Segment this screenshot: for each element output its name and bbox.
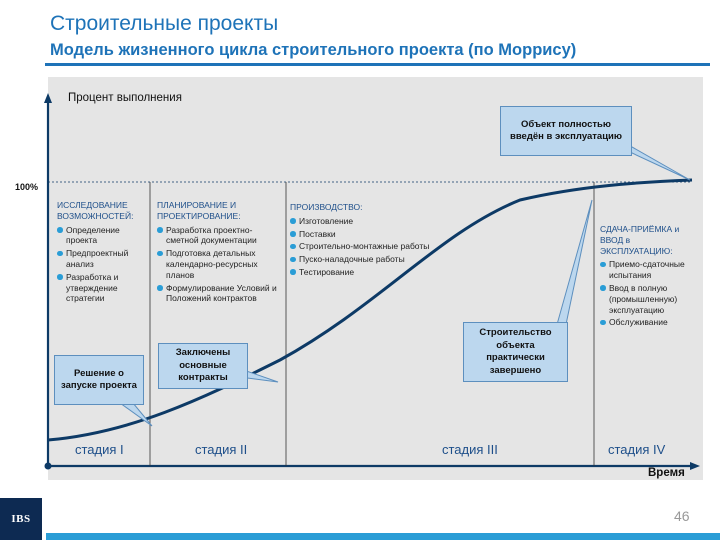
page-number: 46 <box>674 508 690 524</box>
stage-label-3: стадия III <box>442 442 498 457</box>
pointer-construction <box>555 199 593 335</box>
page-title: Строительные проекты <box>50 12 279 35</box>
stage-2-item: Подготовка детальных календарно-ресурсны… <box>157 248 279 280</box>
y-axis-100-label: 100% <box>15 182 39 192</box>
completion-curve <box>47 178 693 442</box>
stage-4-item: Приемо-сдаточные испытания <box>600 259 700 281</box>
stage-3-heading: ПРОИЗВОДСТВО: <box>290 202 363 212</box>
callout-fully-commissioned: Объект полностью введён в эксплуатацию <box>500 106 632 156</box>
stage-label-2: стадия II <box>195 442 248 457</box>
stage-2-column: ПЛАНИРОВАНИЕ И ПРОЕКТИРОВАНИЕ: Разработк… <box>157 200 279 306</box>
stage-1-column: ИССЛЕДОВАНИЕ ВОЗМОЖНОСТЕЙ: Определение п… <box>57 200 149 306</box>
stage-4-item: Обслуживание <box>600 317 700 328</box>
y-axis-title: Процент выполнения <box>68 92 182 104</box>
stage-3-column: ПРОИЗВОДСТВО: Изготовление Поставки Стро… <box>290 202 490 280</box>
stage-label-1: стадия I <box>75 442 124 457</box>
stage-4-item: Ввод в полную (промышленную) эксплуатаци… <box>600 283 700 315</box>
stage-1-item: Предпроектный анализ <box>57 248 149 270</box>
stage-1-item: Разработка и утверждение стратегии <box>57 272 149 304</box>
stage-2-heading: ПЛАНИРОВАНИЕ И ПРОЕКТИРОВАНИЕ: <box>157 200 241 221</box>
stage-3-item: Пуско-наладочные работы <box>290 254 490 265</box>
y-axis-arrow <box>44 93 52 103</box>
stage-1-item: Определение проекта <box>57 225 149 247</box>
stage-4-heading: СДАЧА-ПРИЁМКА и ВВОД в ЭКСПЛУАТАЦИЮ: <box>600 224 680 256</box>
page-subtitle: Модель жизненного цикла строительного пр… <box>50 41 577 59</box>
company-logo: IBS <box>0 498 42 540</box>
stage-label-4: стадия IV <box>608 442 666 457</box>
stage-3-item: Строительно-монтажные работы <box>290 241 490 252</box>
x-axis-arrow <box>690 462 700 470</box>
stage-4-column: СДАЧА-ПРИЁМКА и ВВОД в ЭКСПЛУАТАЦИЮ: При… <box>600 224 700 330</box>
callout-main-contracts: Заключены основные контракты <box>158 343 248 389</box>
origin-dot <box>44 462 52 470</box>
callout-project-decision: Решение о запуске проекта <box>54 355 144 405</box>
stage-1-heading: ИССЛЕДОВАНИЕ ВОЗМОЖНОСТЕЙ: <box>57 200 134 221</box>
footer-bar <box>46 533 720 540</box>
x-axis-title: Время <box>648 467 685 479</box>
stage-2-item: Формулирование Условий и Положений контр… <box>157 283 279 305</box>
stage-3-item: Поставки <box>290 229 490 240</box>
stage-3-item: Тестирование <box>290 267 490 278</box>
title-divider <box>45 63 710 66</box>
callout-construction-complete: Строительство объекта практически заверш… <box>463 322 568 382</box>
stage-3-item: Изготовление <box>290 216 490 227</box>
pointer-commissioned <box>624 142 691 181</box>
stage-2-item: Разработка проектно-сметной документации <box>157 225 279 247</box>
